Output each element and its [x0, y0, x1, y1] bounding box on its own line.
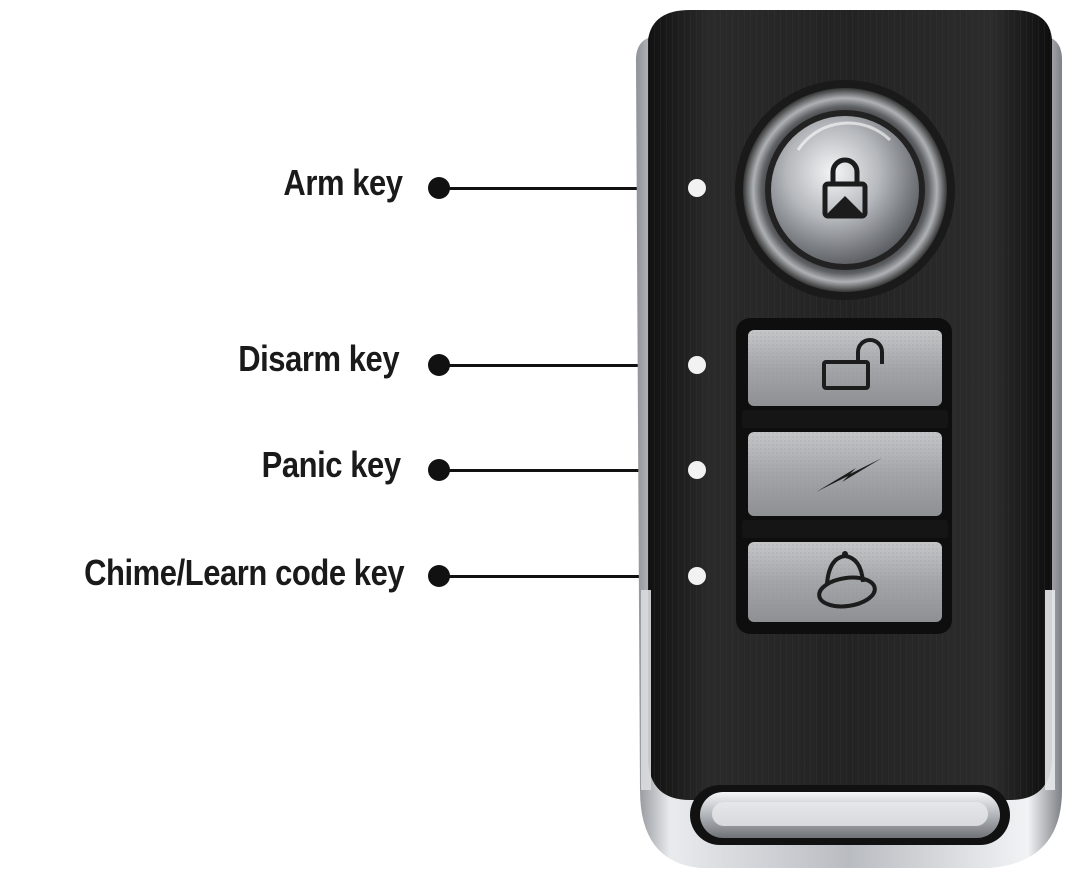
- disarm-leader-start-dot: [428, 354, 450, 376]
- chime-learn-button[interactable]: [748, 542, 942, 622]
- panic-leader-end-dot: [688, 461, 706, 479]
- disarm-key-label: Disarm key: [238, 338, 399, 379]
- panic-leader-start-dot: [428, 459, 450, 481]
- lightning-bolt-icon: [816, 458, 882, 492]
- bell-icon: [817, 551, 877, 609]
- disarm-leader-end-dot: [688, 356, 706, 374]
- padlock-closed-icon: [822, 157, 868, 219]
- arm-leader-end-dot: [688, 179, 706, 197]
- disarm-button[interactable]: [748, 330, 942, 406]
- arm-leader-line: [440, 187, 695, 190]
- arm-leader-start-dot: [428, 177, 450, 199]
- chime-learn-key-label: Chime/Learn code key: [83, 552, 404, 593]
- chime-leader-start-dot: [428, 565, 450, 587]
- arm-button[interactable]: [735, 80, 955, 300]
- chime-leader-line: [440, 575, 695, 578]
- chime-leader-end-dot: [688, 567, 706, 585]
- panic-key-label: Panic key: [262, 444, 401, 485]
- panic-leader-line: [440, 469, 695, 472]
- disarm-leader-line: [440, 364, 695, 367]
- padlock-open-icon: [822, 338, 884, 390]
- panic-button[interactable]: [748, 432, 942, 516]
- arm-key-label: Arm key: [283, 162, 404, 203]
